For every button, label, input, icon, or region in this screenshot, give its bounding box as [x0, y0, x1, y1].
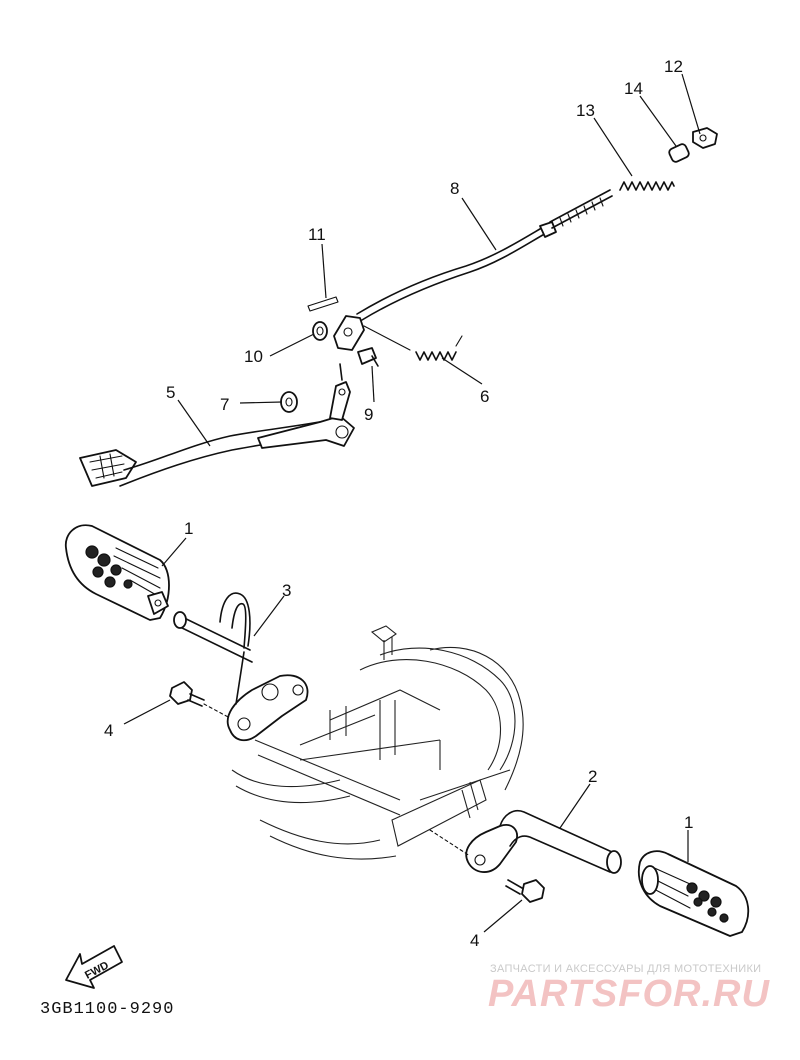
diagram-code: 3GB1100-9290 [40, 1000, 175, 1019]
callout-2: 2 [588, 767, 597, 786]
cable-joint [692, 127, 718, 149]
callout-5: 5 [166, 383, 175, 402]
bolt-left [169, 681, 231, 719]
callout-3: 3 [282, 581, 291, 600]
clevis-pin [357, 347, 379, 367]
footrest-bracket-right [429, 810, 622, 874]
pedal-washer [280, 391, 298, 413]
callout-14: 14 [624, 79, 643, 98]
callout-4-right: 4 [470, 931, 479, 950]
footrest-bracket-left [173, 592, 309, 742]
callout-4-left: 4 [104, 721, 113, 740]
watermark-subtitle: ЗАПЧАСТИ И АКСЕССУАРЫ ДЛЯ МОТОТЕХНИКИ [490, 963, 762, 975]
leader-lines [123, 73, 701, 933]
fwd-arrow-icon: FWD [65, 945, 123, 989]
bolt-right [505, 879, 545, 903]
cotter-pin [307, 296, 339, 312]
plain-washer [312, 321, 328, 341]
brake-pedal [79, 363, 355, 487]
frame-outline [231, 625, 524, 860]
return-spring [363, 325, 463, 361]
callout-8: 8 [450, 179, 459, 198]
callout-1-right: 1 [684, 813, 693, 832]
callout-7: 7 [220, 395, 229, 414]
cable-clevis [333, 315, 365, 351]
callout-6: 6 [480, 387, 489, 406]
footrest-right [638, 850, 750, 937]
footrest-left [64, 524, 170, 621]
watermark-brand: PARTSFOR.RU [488, 973, 770, 1015]
brake-cable [356, 189, 613, 321]
callout-9: 9 [364, 405, 373, 424]
callout-1-left: 1 [184, 519, 193, 538]
callout-13: 13 [576, 101, 595, 120]
callout-10: 10 [244, 347, 263, 366]
callout-numbers: 12 14 13 8 11 10 9 6 7 5 1 3 4 2 1 4 [104, 57, 693, 950]
callout-12: 12 [664, 57, 683, 76]
adjusting-nut [668, 143, 690, 163]
callout-11: 11 [308, 225, 326, 244]
cable-spring [619, 181, 675, 191]
